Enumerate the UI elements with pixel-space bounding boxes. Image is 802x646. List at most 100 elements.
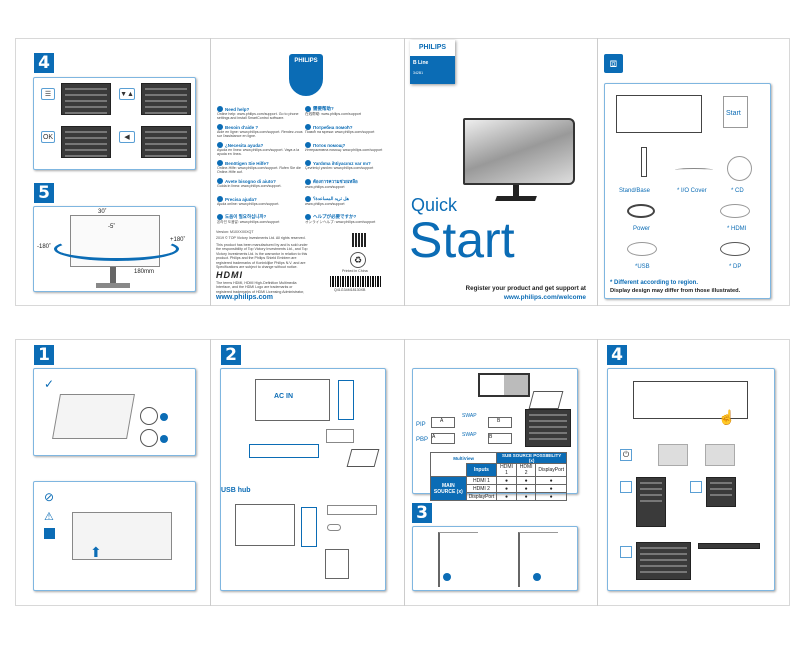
help-heading: Потребна помоћ? bbox=[305, 124, 391, 130]
swivel-right-label: +180˚ bbox=[170, 237, 186, 243]
pip-b-screen: B bbox=[488, 417, 512, 428]
step-4-badge: 4 bbox=[34, 53, 54, 73]
col-header: HDMI 1 bbox=[496, 463, 517, 477]
globe-icon bbox=[305, 178, 311, 185]
help-text: Çevrimiçi yardım: www.philips.com/suppor… bbox=[305, 166, 374, 170]
power-step-illustration bbox=[658, 444, 688, 466]
hdmi-cable-item bbox=[720, 204, 750, 218]
help-heading-text: 도움이 필요하십니까? bbox=[225, 214, 267, 219]
foam-illustration bbox=[72, 512, 172, 560]
step-marker bbox=[533, 573, 541, 581]
globe-icon bbox=[217, 178, 223, 184]
globe-icon bbox=[217, 160, 223, 166]
swap-label: SWAP bbox=[462, 432, 477, 438]
stand bbox=[110, 267, 116, 285]
monitor-image bbox=[463, 118, 575, 185]
warning-panel: ⊘ ⚠ ⬆ bbox=[33, 481, 196, 591]
help-text: Интерактивна помощ: www.philips.com/supp… bbox=[305, 148, 383, 152]
step-4-badge: 4 bbox=[607, 345, 627, 365]
label-hdmi: * HDMI bbox=[727, 226, 747, 232]
pip-a-screen: A bbox=[431, 417, 455, 428]
help-entry: Поток помощ?Интерактивна помощ: www.phil… bbox=[305, 142, 391, 152]
help-heading-text: ต้องการความช่วยเหลือ bbox=[313, 179, 358, 184]
help-text: 在线帮助: www.philips.com/support bbox=[305, 112, 361, 116]
cable-management-panel bbox=[412, 526, 578, 591]
start-title: Start bbox=[409, 212, 515, 268]
osd-screenshot bbox=[525, 409, 571, 447]
recycle-icon: ♻ bbox=[350, 252, 366, 268]
osd-bar bbox=[698, 543, 760, 549]
checkmark-icon: ✓ bbox=[44, 377, 55, 391]
help-heading-text: 需要帮助? bbox=[313, 106, 334, 111]
help-entry: Besoin d'aide ?Aide en ligne: www.philip… bbox=[217, 124, 303, 139]
help-heading: Besoin d'aide ? bbox=[217, 124, 303, 130]
quick-start-guide-item: Start bbox=[723, 96, 748, 128]
help-text: Guida in linea: www.philips.com/support. bbox=[217, 184, 282, 188]
usb-port-panel bbox=[301, 507, 317, 547]
power-step-illustration bbox=[705, 444, 735, 466]
stand-rear-illustration bbox=[438, 532, 478, 587]
copyright-text: 2019 © TOP Victory Investments Ltd. All … bbox=[216, 236, 306, 240]
label-power: Power bbox=[633, 226, 651, 232]
help-heading-text: Need help? bbox=[225, 106, 250, 112]
pbp-screen: B bbox=[488, 433, 512, 444]
website-link[interactable]: www.philips.com bbox=[216, 294, 273, 301]
osd-screenshot bbox=[636, 542, 691, 580]
help-text: 온라인 도움말: www.philips.com/support bbox=[217, 220, 280, 224]
step-3-badge: 3 bbox=[412, 503, 432, 523]
laptop bbox=[528, 391, 564, 409]
stand-item bbox=[641, 147, 647, 177]
table-cell: ● bbox=[496, 492, 517, 501]
pip-label: PIP bbox=[416, 422, 426, 428]
dual-monitor-illustration bbox=[478, 373, 530, 397]
help-heading: ¿Necesita ayuda? bbox=[217, 142, 303, 148]
model-number: 342B1 bbox=[413, 71, 424, 75]
multiview-logo: MultiView bbox=[429, 452, 498, 464]
osd-screenshot bbox=[706, 477, 736, 507]
controls-panel: ☝ ⏻ bbox=[607, 368, 775, 591]
label-cd: * CD bbox=[731, 188, 744, 194]
fold-line bbox=[404, 38, 405, 306]
product-line: B Line bbox=[413, 60, 429, 66]
welcome-url[interactable]: www.philips.com/welcome bbox=[503, 294, 586, 301]
col-header: HDMI 2 bbox=[515, 463, 537, 477]
monitor-stand bbox=[513, 185, 519, 197]
globe-icon bbox=[217, 196, 223, 202]
table-cell: ● bbox=[535, 476, 567, 485]
globe-icon bbox=[305, 196, 311, 202]
ok-key: OK bbox=[41, 131, 55, 143]
help-heading-text: Precisa ajuda? bbox=[225, 196, 257, 202]
help-heading: Precisa ajuda? bbox=[217, 196, 303, 202]
monitor-back-illustration bbox=[52, 394, 135, 439]
table-cell: ● bbox=[496, 484, 517, 493]
osd-screenshot bbox=[61, 126, 111, 158]
pbp-label: PBP bbox=[416, 437, 429, 443]
help-entry: 도움이 필요하십니까?온라인 도움말: www.philips.com/supp… bbox=[217, 214, 303, 224]
label-stand-base: Stand/Base bbox=[619, 188, 651, 194]
hdmi-trademark-text: The terms HDMI, HDMI High-Definition Mul… bbox=[216, 281, 305, 294]
help-heading-text: ¿Necesita ayuda? bbox=[225, 142, 264, 148]
monitor-item bbox=[616, 95, 702, 133]
help-heading-text: Avete bisogno di aiuto? bbox=[225, 178, 276, 184]
help-text: オンラインヘルプ: www.philips.com/support bbox=[305, 220, 376, 224]
help-entry: 需要帮助?在线帮助: www.philips.com/support bbox=[305, 106, 391, 116]
help-text: Помоћ на мрежи: www.philips.com/support bbox=[305, 130, 375, 134]
help-heading-text: هل تريد المساعدة؟ bbox=[313, 196, 350, 201]
cd-item bbox=[727, 156, 752, 181]
help-heading: 도움이 필요하십니까? bbox=[217, 214, 303, 220]
tilt-down-label: -5˚ bbox=[108, 224, 116, 230]
swap-label: SWAP bbox=[462, 413, 477, 419]
box-contents-icon: ⧈ bbox=[604, 54, 623, 73]
globe-icon bbox=[305, 142, 311, 148]
help-heading: Benötigen Sie Hilfe? bbox=[217, 160, 303, 166]
step-2-badge: 2 bbox=[221, 345, 241, 365]
screw-detail bbox=[140, 429, 158, 447]
help-heading: Need help? bbox=[217, 106, 303, 112]
swivel-left-label: -180˚ bbox=[37, 244, 52, 250]
help-text: Ayuda en línea: www.philips.com/support.… bbox=[217, 148, 300, 157]
osd-screenshot bbox=[61, 83, 111, 115]
help-text: www.philips.com/support bbox=[305, 202, 345, 206]
help-heading: 需要帮助? bbox=[305, 106, 391, 112]
legal-text: This product has been manufactured by an… bbox=[216, 243, 308, 265]
